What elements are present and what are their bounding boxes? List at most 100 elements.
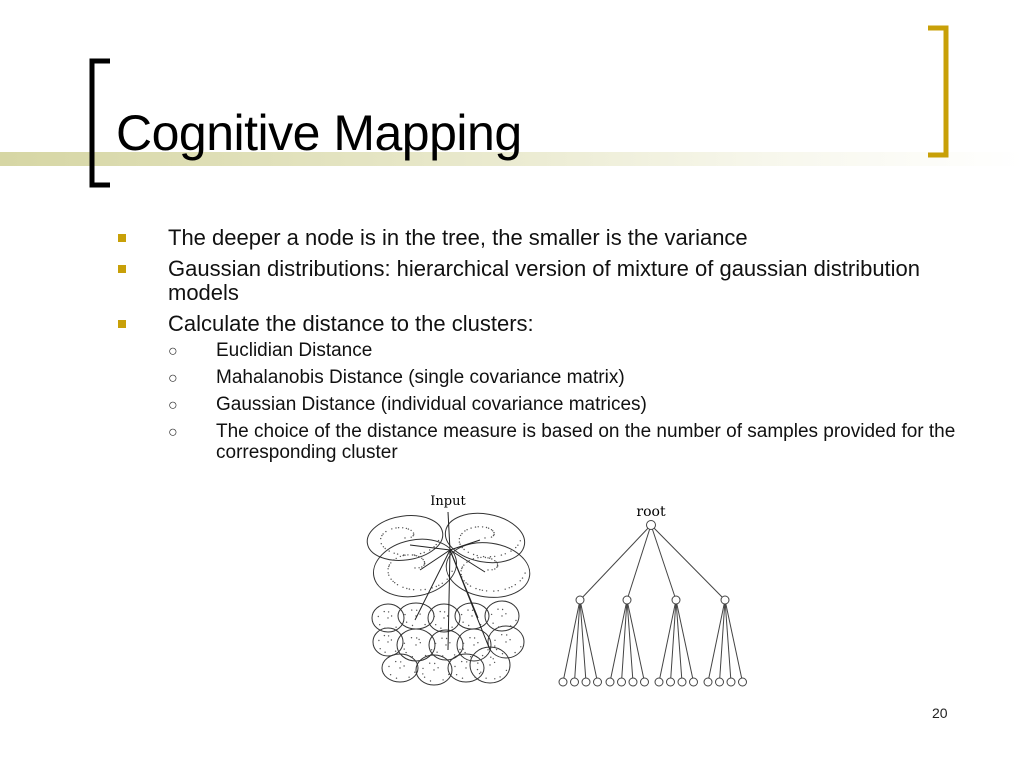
cluster-dot <box>474 676 476 678</box>
cluster-dot <box>382 546 385 548</box>
cluster-dot <box>411 656 413 658</box>
tree-edge <box>724 599 732 683</box>
tree-leaf-node <box>628 677 638 687</box>
cluster-dot <box>460 573 462 576</box>
cluster-dot <box>458 541 461 543</box>
cluster-dot <box>422 558 424 561</box>
cluster-dot <box>470 527 472 529</box>
cluster-dot <box>402 527 404 529</box>
cluster-dot <box>388 665 390 668</box>
cluster-dot <box>504 553 506 555</box>
cluster-ellipse <box>469 646 511 684</box>
cluster-dot <box>515 546 517 549</box>
cluster-dot <box>387 635 390 637</box>
cluster-ellipse <box>372 627 404 657</box>
cluster-dot <box>514 651 516 654</box>
cluster-dot <box>494 568 496 570</box>
square-bullet-icon <box>118 234 126 242</box>
cluster-dot <box>393 552 395 554</box>
circle-bullet-icon: ○ <box>168 424 178 441</box>
cluster-dot <box>388 574 390 576</box>
cluster-dot <box>477 642 479 644</box>
cluster-dot <box>454 665 456 668</box>
cluster-dot <box>404 554 406 556</box>
cluster-ellipse <box>415 654 453 686</box>
cluster-dot <box>404 537 406 539</box>
hierarchy-tree-figure: root <box>558 504 747 687</box>
cluster-dot <box>396 553 399 555</box>
cluster-dot <box>459 648 461 651</box>
cluster-dot <box>459 543 461 545</box>
cluster-dot <box>420 589 422 591</box>
cluster-dot <box>394 650 397 652</box>
cluster-dot <box>405 527 408 530</box>
cluster-ellipse <box>487 625 525 659</box>
cluster-dot <box>490 529 493 531</box>
title-band <box>0 152 1024 166</box>
cluster-dot <box>481 526 484 528</box>
cluster-dot <box>416 637 418 639</box>
cluster-dot <box>395 527 397 529</box>
cluster-dot <box>445 637 448 640</box>
cluster-dot <box>461 660 463 663</box>
cluster-ellipse <box>447 653 485 683</box>
tree-leaf-node <box>666 677 675 687</box>
cluster-dot <box>520 646 522 648</box>
tree-edge <box>675 599 694 683</box>
tree-edge <box>719 599 726 683</box>
cluster-dot <box>487 569 489 571</box>
cluster-dot <box>415 644 417 646</box>
cluster-dot <box>490 656 492 658</box>
tree-leaf-node <box>605 677 615 687</box>
cluster-link <box>447 549 451 651</box>
bullet-text: Gaussian distributions: hierarchical ver… <box>168 256 921 305</box>
cluster-dot <box>461 532 463 535</box>
cluster-ellipse <box>371 603 405 633</box>
cluster-dot <box>436 651 438 653</box>
cluster-dot <box>396 584 399 586</box>
cluster-dot <box>421 566 423 568</box>
cluster-dot <box>467 609 469 611</box>
cluster-dot <box>494 645 496 647</box>
cluster-dot <box>459 534 462 537</box>
cluster-dot <box>407 554 409 556</box>
tree-edge <box>621 599 628 683</box>
cluster-dot <box>524 572 526 574</box>
cluster-dot <box>479 589 481 591</box>
cluster-dot <box>434 662 436 665</box>
cluster-dot <box>463 564 465 566</box>
cluster-dot <box>390 615 393 617</box>
cluster-dot <box>477 557 479 559</box>
cluster-dot <box>430 649 433 651</box>
cluster-dot <box>390 578 392 580</box>
cluster-ellipse <box>428 629 464 661</box>
cluster-dot <box>414 671 416 673</box>
cluster-dot <box>466 661 468 663</box>
cluster-dot <box>460 570 462 572</box>
cluster-dot <box>387 641 389 643</box>
tree-edge <box>650 524 677 601</box>
cluster-ellipse <box>445 542 531 598</box>
cluster-dot <box>384 547 386 550</box>
cluster-dot <box>395 677 398 679</box>
cluster-link <box>419 549 451 571</box>
cluster-dot <box>423 562 426 564</box>
cluster-dot <box>424 623 426 626</box>
cluster-dot <box>505 669 508 672</box>
cluster-dot <box>391 528 393 530</box>
sub-bullet-item: ○ Mahalanobis Distance (single covarianc… <box>118 367 958 388</box>
tree-edge <box>579 599 598 683</box>
cluster-dot <box>397 527 400 529</box>
cluster-dot <box>491 569 493 571</box>
circle-bullet-icon: ○ <box>168 370 178 387</box>
cluster-dot <box>461 546 463 549</box>
cluster-dot <box>462 621 464 623</box>
tree-edge <box>574 599 581 683</box>
cluster-dot <box>414 567 416 569</box>
cluster-dot <box>378 639 380 642</box>
cluster-dot <box>470 656 472 658</box>
sub-bullet-text: The choice of the distance measure is ba… <box>216 421 956 463</box>
tree-leaf-node <box>558 677 568 687</box>
cluster-ellipse <box>381 653 419 683</box>
cluster-dot <box>446 615 449 617</box>
